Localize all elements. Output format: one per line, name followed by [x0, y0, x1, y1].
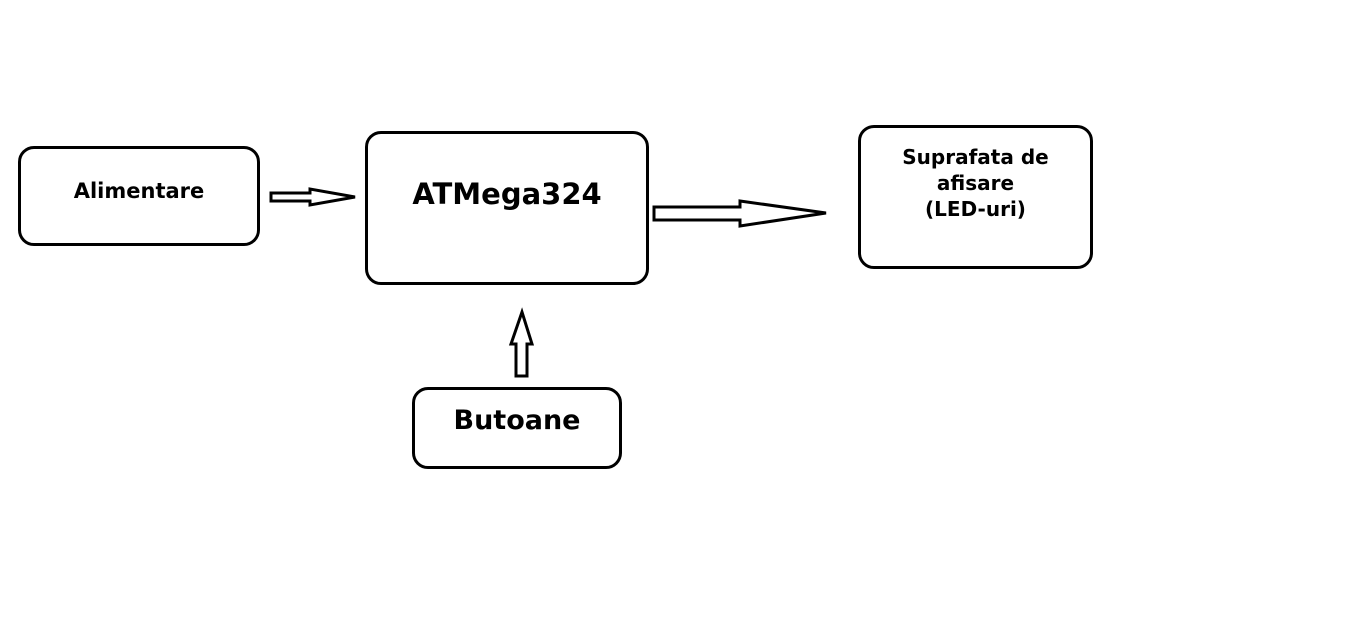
block-display-surface: Suprafata de afisare (LED-uri) [858, 125, 1093, 269]
block-butoane-label: Butoane [453, 405, 581, 437]
block-atmega324-label: ATMega324 [412, 177, 602, 211]
arrow-alimentare-to-atmega [269, 187, 356, 207]
arrow-atmega-to-display [652, 199, 827, 228]
block-display-label-line1: Suprafata de afisare [902, 145, 1049, 195]
block-butoane: Butoane [412, 387, 622, 469]
block-alimentare: Alimentare [18, 146, 260, 246]
block-alimentare-label: Alimentare [73, 179, 205, 204]
arrow-butoane-to-atmega [508, 307, 535, 378]
block-atmega324: ATMega324 [365, 131, 649, 285]
block-display-label-line2: (LED-uri) [925, 197, 1026, 221]
